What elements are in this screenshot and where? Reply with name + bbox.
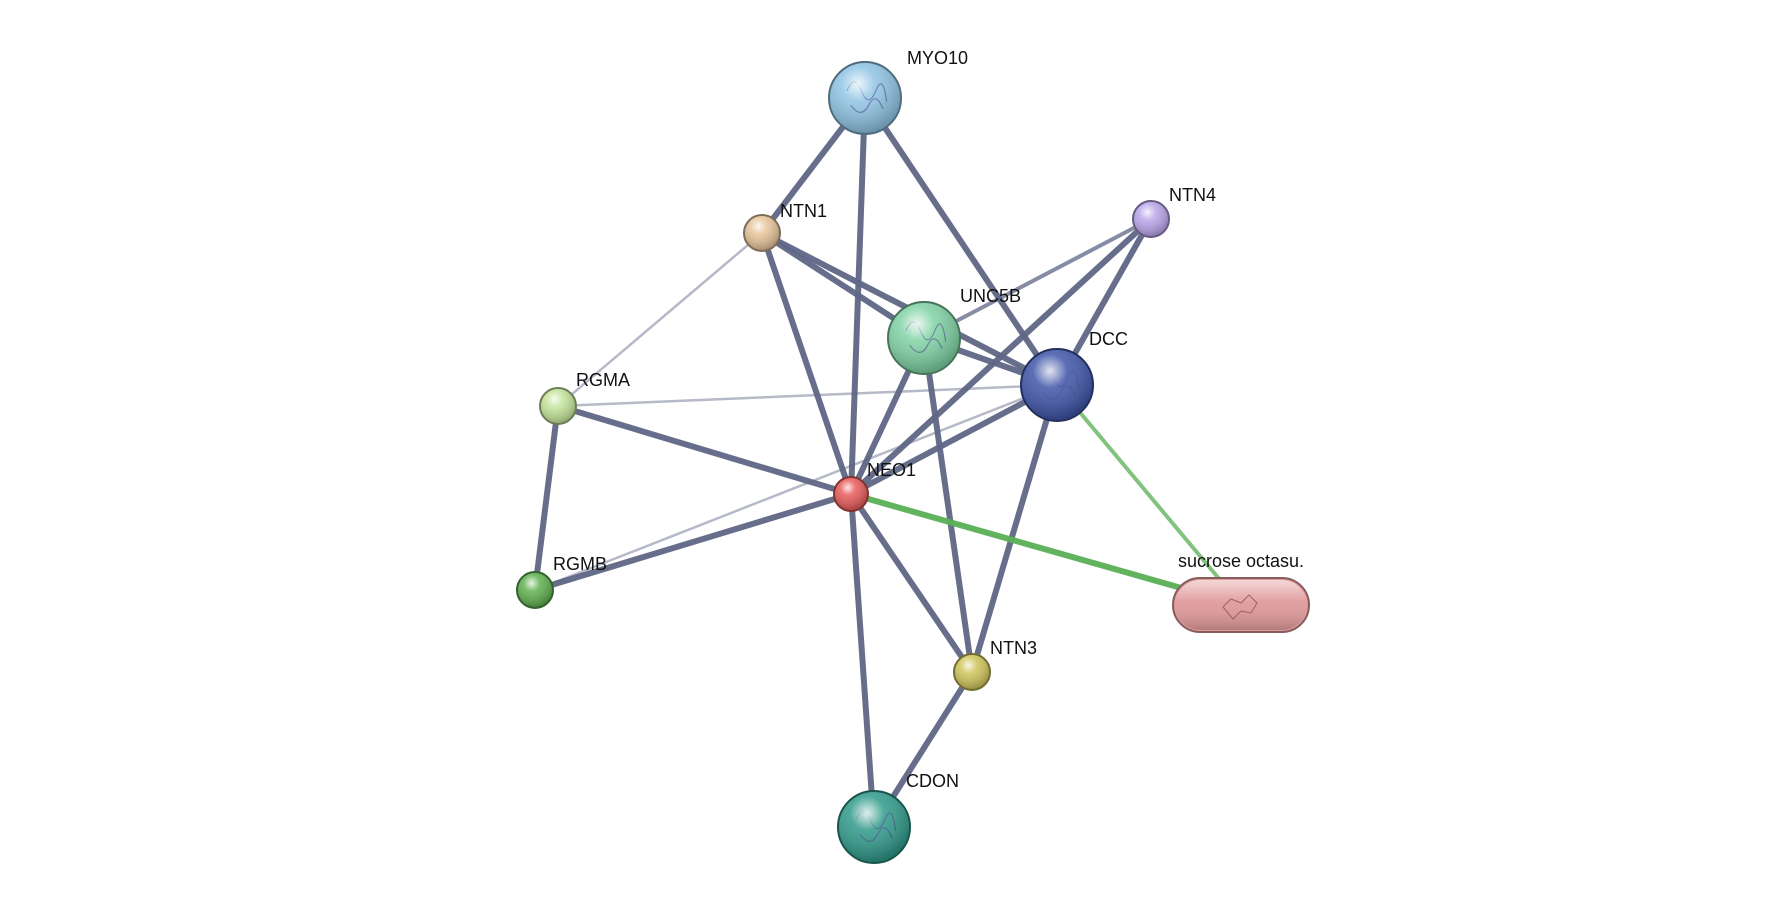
- edge-dcc-rgma[interactable]: [556, 383, 1059, 408]
- node-rgma[interactable]: RGMA: [539, 370, 630, 425]
- edge-rgma-neo1[interactable]: [555, 403, 854, 497]
- node-gloss: [835, 478, 867, 510]
- node-label-neo1: NEO1: [867, 460, 916, 480]
- node-sucrose[interactable]: sucrose octasu.: [1172, 551, 1310, 633]
- node-label-ntn3: NTN3: [990, 638, 1037, 658]
- edge-ntn4-unc5b[interactable]: [922, 217, 1153, 340]
- edge-neo1-cdon[interactable]: [848, 491, 877, 830]
- node-label-dcc: DCC: [1089, 329, 1128, 349]
- edge-dcc-sucrose[interactable]: [1055, 383, 1243, 607]
- node-neo1[interactable]: NEO1: [833, 460, 916, 512]
- node-myo10[interactable]: MYO10: [828, 48, 968, 135]
- edge-rgma-rgmb[interactable]: [532, 403, 561, 593]
- node-gloss: [1022, 350, 1092, 420]
- molecule-structure-icon: [1222, 594, 1258, 620]
- node-unc5b[interactable]: UNC5B: [887, 286, 1021, 375]
- node-gloss: [889, 303, 959, 373]
- node-rgmb[interactable]: RGMB: [516, 554, 607, 609]
- node-gloss: [1134, 202, 1168, 236]
- node-label-ntn1: NTN1: [780, 201, 827, 221]
- edge-dcc-rgmb[interactable]: [533, 383, 1059, 592]
- node-ntn4[interactable]: NTN4: [1132, 185, 1216, 238]
- node-label-rgmb: RGMB: [553, 554, 607, 574]
- edge-unc5b-ntn3[interactable]: [921, 335, 975, 675]
- edge-dcc-neo1[interactable]: [848, 382, 1060, 497]
- edge-dcc-ntn3[interactable]: [969, 382, 1060, 675]
- chemical-gloss: [1175, 580, 1307, 630]
- node-gloss: [839, 792, 909, 862]
- node-ntn3[interactable]: NTN3: [953, 638, 1037, 691]
- node-label-unc5b: UNC5B: [960, 286, 1021, 306]
- node-cdon[interactable]: CDON: [837, 771, 959, 864]
- edge-ntn1-neo1[interactable]: [759, 230, 854, 497]
- node-ntn1[interactable]: NTN1: [743, 201, 827, 252]
- edge-neo1-ntn3[interactable]: [848, 491, 975, 675]
- node-label-rgma: RGMA: [576, 370, 630, 390]
- edge-ntn4-neo1[interactable]: [848, 216, 1154, 497]
- node-gloss: [955, 655, 989, 689]
- node-gloss: [541, 389, 575, 423]
- node-gloss: [518, 573, 552, 607]
- node-dcc[interactable]: DCC: [1020, 329, 1128, 422]
- edge-ntn1-rgma[interactable]: [556, 231, 764, 408]
- edge-neo1-sucrose[interactable]: [848, 491, 1244, 608]
- node-label-cdon: CDON: [906, 771, 959, 791]
- node-label-sucrose: sucrose octasu.: [1178, 551, 1304, 571]
- node-gloss: [830, 63, 900, 133]
- node-gloss: [745, 216, 779, 250]
- node-label-ntn4: NTN4: [1169, 185, 1216, 205]
- node-label-myo10: MYO10: [907, 48, 968, 68]
- edge-neo1-rgmb[interactable]: [532, 491, 854, 593]
